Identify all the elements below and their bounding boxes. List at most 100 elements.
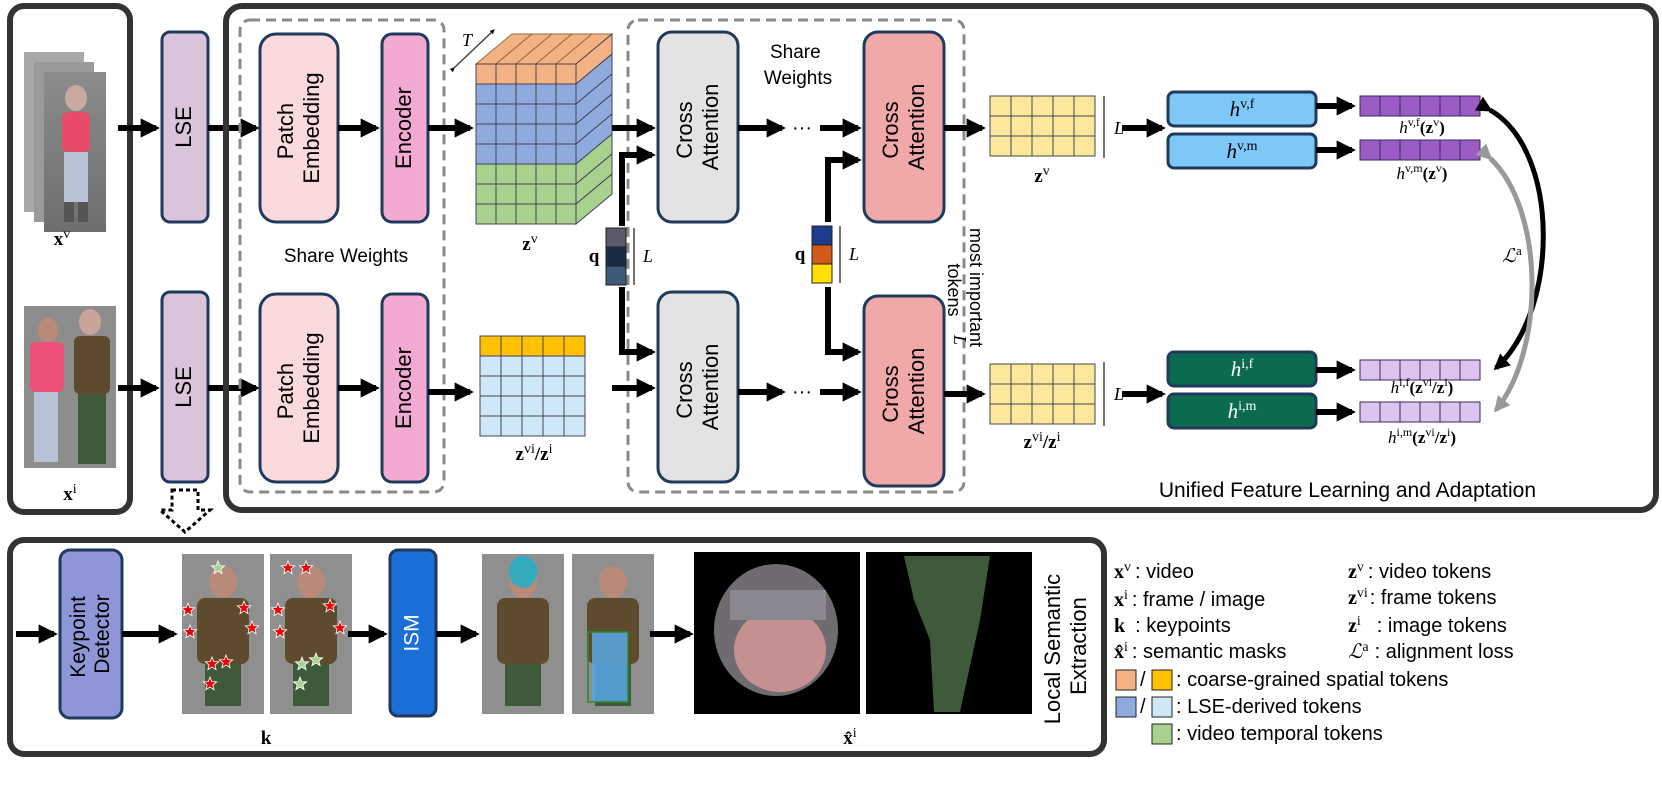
grid-token-cell [479, 375, 502, 397]
cube-front-cell [515, 143, 537, 165]
ism-label: ISM [401, 614, 424, 651]
output-vector-cell [1359, 359, 1381, 381]
cross-attention-image-1: Cross Attention [656, 290, 740, 484]
cube-front-cell [515, 203, 537, 225]
patch-embedding-video: Patch Embedding [258, 32, 340, 224]
share-weights-right-label: Share Weights [764, 42, 832, 89]
ellipsis-video: ··· [792, 117, 812, 139]
svg-text:hv,m: hv,m [1227, 139, 1258, 163]
output-token-cell [989, 363, 1012, 385]
legend-swatch-coarse-orange [1115, 669, 1137, 691]
keypoint-star [298, 559, 314, 575]
output-token-cell [1073, 403, 1096, 425]
video-frames-image [24, 52, 106, 232]
output-image-token-grid [989, 363, 1096, 425]
keypoint-star [180, 601, 196, 617]
output-token-cell [1031, 95, 1054, 117]
arrow-q-to-ca-video [619, 145, 656, 226]
person-head [209, 566, 237, 598]
cube-front-cell [495, 63, 517, 85]
legend-swatch-lse-blue [1115, 696, 1137, 718]
cube-top-face [474, 33, 614, 65]
grid-token-cell [542, 415, 565, 437]
cube-front-cell [515, 83, 537, 105]
image-token-grid [479, 335, 586, 437]
legend-alignment-loss: ℒa: alignment loss [1348, 640, 1514, 663]
legend-coarse-slash: / [1140, 669, 1146, 691]
ism-block: ISM [388, 548, 438, 718]
grid-token-cell [563, 375, 586, 397]
alignment-loss-label: ℒa [1502, 243, 1522, 267]
most-important-tokens-label: most important tokens [944, 228, 986, 352]
output-token-cell [1010, 115, 1033, 137]
output-token-cell [1052, 363, 1075, 385]
cube-front-cell [495, 143, 517, 165]
cube-front-cell [535, 143, 557, 165]
head-vm: hv,m [1166, 132, 1318, 170]
cube-front-cell [555, 83, 577, 105]
output-token-cell [1073, 135, 1096, 157]
output-vector-cell [1399, 139, 1421, 161]
cube-front-cell [515, 103, 537, 125]
cube-front-cell [495, 83, 517, 105]
lse-expand-arrow [156, 488, 214, 534]
grid-token-cell [542, 375, 565, 397]
cube-front-cell [475, 83, 497, 105]
person-torso [497, 598, 549, 664]
patch-embedding-image: Patch Embedding [258, 292, 340, 484]
zvi-zi-grid-label: zvi/zi [516, 442, 553, 465]
cube-front-cell [495, 123, 517, 145]
output-token-cell [1073, 363, 1096, 385]
cube-front-cell [515, 63, 537, 85]
person-torso [197, 598, 249, 664]
output-token-cell [1010, 363, 1033, 385]
query-right-label: q [795, 244, 806, 265]
grid-token-cell [479, 415, 502, 437]
output-vector-cell [1379, 401, 1401, 423]
cube-front-cell [555, 63, 577, 85]
alignment-arc-m [1475, 143, 1535, 413]
grid-token-cell [500, 415, 523, 437]
grid-token-cell [500, 375, 523, 397]
cube-front-cell [535, 103, 557, 125]
cube-front-cell [535, 83, 557, 105]
hif-output-label: hi,f(zvi/zi) [1391, 375, 1454, 397]
cross-attention-image-2-label: Cross Attention [878, 348, 929, 435]
cube-front-cell [515, 123, 537, 145]
encoder-image-label: Encoder [391, 347, 416, 429]
output-video-token-grid [989, 95, 1096, 157]
query-tokens-left [605, 227, 627, 286]
unified-panel-title: Unified Feature Learning and Adaptation [1159, 479, 1536, 502]
keypoint-star [218, 653, 234, 669]
output-vector-cell [1379, 359, 1401, 381]
keypoint-star [272, 623, 288, 639]
cube-front-cell [475, 103, 497, 125]
encoder-video: Encoder [380, 32, 430, 224]
video-token-cube [474, 32, 614, 226]
query-tokens-right [811, 225, 833, 284]
lse-image-label: LSE [171, 366, 196, 408]
patch-embedding-image-label: Patch Embedding [273, 332, 324, 443]
head-im: hi,m [1166, 392, 1318, 430]
legend-coarse-text: : coarse-grained spatial tokens [1176, 669, 1448, 691]
encoder-video-label: Encoder [391, 87, 416, 169]
input-panel: xv xi [7, 3, 133, 515]
output-vector-cell [1359, 95, 1381, 117]
person-torso [285, 598, 337, 664]
cube-depth-label: T [462, 30, 474, 50]
cube-front-cell [535, 63, 557, 85]
person-legs [505, 664, 541, 706]
output-vector-cell [1419, 95, 1441, 117]
arrow-q-to-ca-image [619, 287, 656, 362]
grid-token-cell [542, 355, 565, 377]
output-token-cell [1052, 383, 1075, 405]
person-head [599, 566, 627, 598]
keypoint-star [294, 655, 310, 671]
cube-front-cell [515, 163, 537, 185]
cube-front-cell [495, 103, 517, 125]
grid-token-cell [542, 335, 565, 357]
cube-front-cell [495, 163, 517, 185]
grid-token-cell [563, 335, 586, 357]
output-vector-cell [1379, 139, 1401, 161]
lse-video-block: LSE [160, 30, 210, 224]
